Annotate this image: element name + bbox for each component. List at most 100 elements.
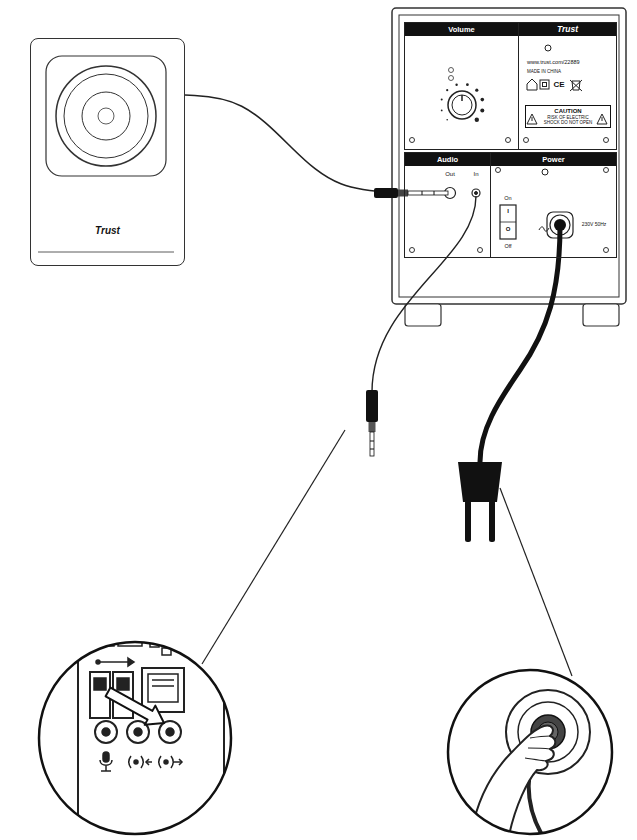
jack-label: Out xyxy=(438,171,462,178)
audio-plug xyxy=(398,190,408,197)
subwoofer-housing xyxy=(399,15,619,297)
port-icon xyxy=(164,760,168,764)
pointer-arrow xyxy=(103,682,170,732)
pc-audio-plug xyxy=(366,390,378,422)
pc-panel-inset xyxy=(148,674,178,702)
port-icon xyxy=(159,756,161,768)
pc-audio-plug xyxy=(370,432,374,456)
audio-jack xyxy=(475,192,478,195)
port-icon xyxy=(179,759,182,765)
brand-panel: Trustwww.trust.com/22889MADE IN CHINACAU… xyxy=(518,22,617,150)
volume-knob xyxy=(461,95,463,101)
speaker-cable xyxy=(185,95,404,193)
screw xyxy=(410,248,415,253)
volume-knob xyxy=(455,84,457,86)
audio-plug xyxy=(408,191,448,195)
pc-panel-inset xyxy=(102,728,110,736)
speaker-woofer xyxy=(98,108,114,124)
jack-label: In xyxy=(466,171,486,178)
subwoofer-housing xyxy=(392,8,626,326)
screw xyxy=(604,168,609,173)
volume-knob xyxy=(448,91,476,119)
switch-label: On xyxy=(498,195,518,201)
inset-frame xyxy=(39,642,231,834)
screw xyxy=(506,138,511,143)
volume-knob xyxy=(481,98,485,102)
pc-panel-inset xyxy=(152,679,174,681)
audio-plug xyxy=(374,188,398,198)
panel-heading: Trust xyxy=(519,23,616,36)
port-icon xyxy=(129,756,131,768)
panel-heading: Power xyxy=(491,153,616,166)
inset-frame xyxy=(448,670,612,834)
port-icon xyxy=(141,756,143,768)
volume-knob xyxy=(475,118,479,122)
pc-audio-plug xyxy=(366,390,378,456)
panel-text: RISK OF ELECTRIC SHOCK DO NOT OPEN xyxy=(539,115,597,125)
pc-panel-inset xyxy=(117,678,129,690)
certification-symbols xyxy=(543,83,547,87)
switch-symbol: O xyxy=(504,226,512,233)
pc-panel-inset xyxy=(142,668,184,712)
certification-symbols xyxy=(602,117,603,121)
wall-socket-inset xyxy=(470,726,555,840)
pc-panel-inset xyxy=(128,658,134,666)
volume-knob xyxy=(449,76,454,81)
speaker-woofer xyxy=(38,252,174,253)
port-icon xyxy=(100,752,182,771)
pc-audio-plug xyxy=(370,449,374,450)
pc-panel-inset xyxy=(96,660,100,664)
panel-heading: Trust xyxy=(31,225,184,237)
certification-symbols xyxy=(570,80,582,91)
screw xyxy=(478,248,483,253)
pc-panel-inset xyxy=(134,728,142,736)
audio-jack xyxy=(472,189,480,197)
speaker-woofer xyxy=(82,92,130,140)
caution-box: CAUTIONRISK OF ELECTRIC SHOCK DO NOT OPE… xyxy=(525,105,611,128)
subwoofer-housing xyxy=(405,304,441,326)
pc-panel-inset xyxy=(90,636,184,743)
audio-plug xyxy=(434,191,435,195)
volume-knob xyxy=(452,95,472,115)
subwoofer-housing xyxy=(583,304,619,326)
volume-knob xyxy=(466,83,469,86)
power-cord xyxy=(480,226,560,462)
power-cord xyxy=(465,500,471,542)
volume-knob xyxy=(441,68,485,123)
certification-symbols xyxy=(545,45,551,51)
pc-panel-inset xyxy=(152,685,174,687)
screw xyxy=(524,138,529,143)
pc-audio-plug xyxy=(369,422,376,432)
pc-panel-inset xyxy=(159,721,181,743)
audio-jack xyxy=(445,188,481,199)
volume-knob xyxy=(480,108,484,112)
volume-knob xyxy=(449,68,454,73)
screw xyxy=(604,248,609,253)
panel-heading: CAUTION xyxy=(539,108,597,115)
subwoofer-housing xyxy=(392,8,626,304)
pc-panel-inset xyxy=(39,610,231,840)
volume-panel: Volume xyxy=(404,22,519,150)
power-socket xyxy=(539,227,549,231)
panel-text: www.trust.com/22889 xyxy=(527,59,580,65)
port-icon xyxy=(101,770,111,772)
panel-heading: Volume xyxy=(405,23,518,36)
port-icon xyxy=(134,760,138,764)
leader-line xyxy=(202,430,345,664)
audio-plug xyxy=(422,191,423,195)
audio-panel: Audio xyxy=(404,152,491,258)
pc-panel-inset xyxy=(94,678,106,690)
volume-knob xyxy=(446,119,448,121)
port-icon xyxy=(146,759,149,765)
certification-mark: CE xyxy=(550,80,568,89)
port-icon xyxy=(103,752,109,762)
wall-socket-inset xyxy=(525,736,550,761)
pc-panel-inset xyxy=(98,661,132,663)
power-switch xyxy=(542,169,548,175)
speaker-woofer xyxy=(38,56,174,252)
certification-symbols xyxy=(527,114,537,124)
